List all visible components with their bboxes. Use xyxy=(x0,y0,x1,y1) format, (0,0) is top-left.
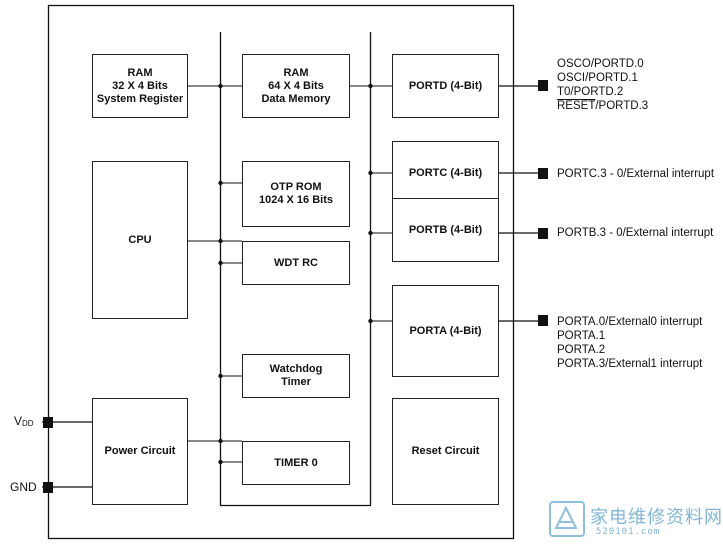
watchdog-timer-block: Watchdog Timer xyxy=(242,354,350,398)
cpu-block: CPU xyxy=(92,161,188,319)
chip-outline xyxy=(47,4,515,540)
watermark-text: 家电维修资料网 xyxy=(590,507,723,528)
otp-rom-block: OTP ROM 1024 X 16 Bits xyxy=(242,161,350,227)
portd-label: PORTD (4-Bit) xyxy=(408,79,483,92)
ram-data-line2: 64 X 4 Bits xyxy=(268,79,324,92)
power-circuit-block: Power Circuit xyxy=(92,398,188,505)
pin-label-portc: PORTC.3 - 0/External interrupt xyxy=(557,168,715,180)
pin-label-porta0: PORTA.0/External0 interrupt xyxy=(557,316,703,328)
ram-data-line3: Data Memory xyxy=(261,92,331,105)
porta-pin xyxy=(538,315,548,326)
otp-rom-line2: 1024 X 16 Bits xyxy=(259,194,333,206)
portd-pin xyxy=(538,80,548,91)
ram-system-line2: 32 X 4 Bits xyxy=(112,79,168,92)
gnd-label: GND xyxy=(10,480,37,494)
timer0-label: TIMER 0 xyxy=(274,456,318,469)
porta-block: PORTA (4-Bit) xyxy=(392,285,499,377)
power-circuit-label: Power Circuit xyxy=(104,445,176,457)
portc-pin xyxy=(538,168,548,179)
portd-pin-labels: OSCO/PORTD.0 OSCI/PORTD.1 T0/PORTD.2 RES… xyxy=(557,57,648,113)
portb-label: PORTB (4-Bit) xyxy=(408,223,483,236)
reset-circuit-label: Reset Circuit xyxy=(411,445,480,457)
pin-label-porta1: PORTA.1 xyxy=(557,330,606,342)
watchdog-line2: Timer xyxy=(281,376,311,388)
vdd-label: VDD xyxy=(14,414,34,428)
porta-pin-labels: PORTA.0/External0 interrupt PORTA.1 PORT… xyxy=(557,315,702,371)
cpu-label: CPU xyxy=(128,233,152,246)
wdt-rc-label: WDT RC xyxy=(274,256,318,269)
ram-system-line3: System Register xyxy=(96,92,184,105)
pin-label-portd0: OSCO/PORTD.0 xyxy=(557,58,644,70)
reset-circuit-block: Reset Circuit xyxy=(392,398,499,505)
ram-system-register-block: RAM 32 X 4 Bits System Register xyxy=(92,54,188,118)
portc-block: PORTC (4-Bit) xyxy=(392,141,499,205)
otp-rom-line1: OTP ROM xyxy=(270,181,322,193)
portc-label: PORTC (4-Bit) xyxy=(408,166,483,179)
ram-data-line1: RAM xyxy=(283,66,309,79)
portb-pin xyxy=(538,228,548,239)
porta-label: PORTA (4-Bit) xyxy=(409,324,482,337)
portb-block: PORTB (4-Bit) xyxy=(392,198,499,262)
pin-label-portd1: OSCI/PORTD.1 xyxy=(557,72,638,84)
vdd-pin xyxy=(43,417,53,428)
gnd-pin xyxy=(43,482,53,493)
portd-block: PORTD (4-Bit) xyxy=(392,54,499,118)
pin-label-porta2: PORTA.2 xyxy=(557,344,606,356)
ram-system-line1: RAM xyxy=(127,66,153,79)
timer0-block: TIMER 0 xyxy=(242,441,350,485)
watermark-logo-icon xyxy=(549,501,585,537)
ram-data-memory-block: RAM 64 X 4 Bits Data Memory xyxy=(242,54,350,118)
pin-label-portd3: RESET/PORTD.3 xyxy=(557,100,649,112)
watermark-url: 520101.com xyxy=(596,527,661,537)
wdt-rc-block: WDT RC xyxy=(242,241,350,285)
pin-label-portb: PORTB.3 - 0/External interrupt xyxy=(557,227,714,239)
watchdog-line1: Watchdog xyxy=(269,363,323,375)
pin-label-portd2: T0/PORTD.2 xyxy=(557,86,624,98)
pin-label-porta3: PORTA.3/External1 interrupt xyxy=(557,358,703,370)
